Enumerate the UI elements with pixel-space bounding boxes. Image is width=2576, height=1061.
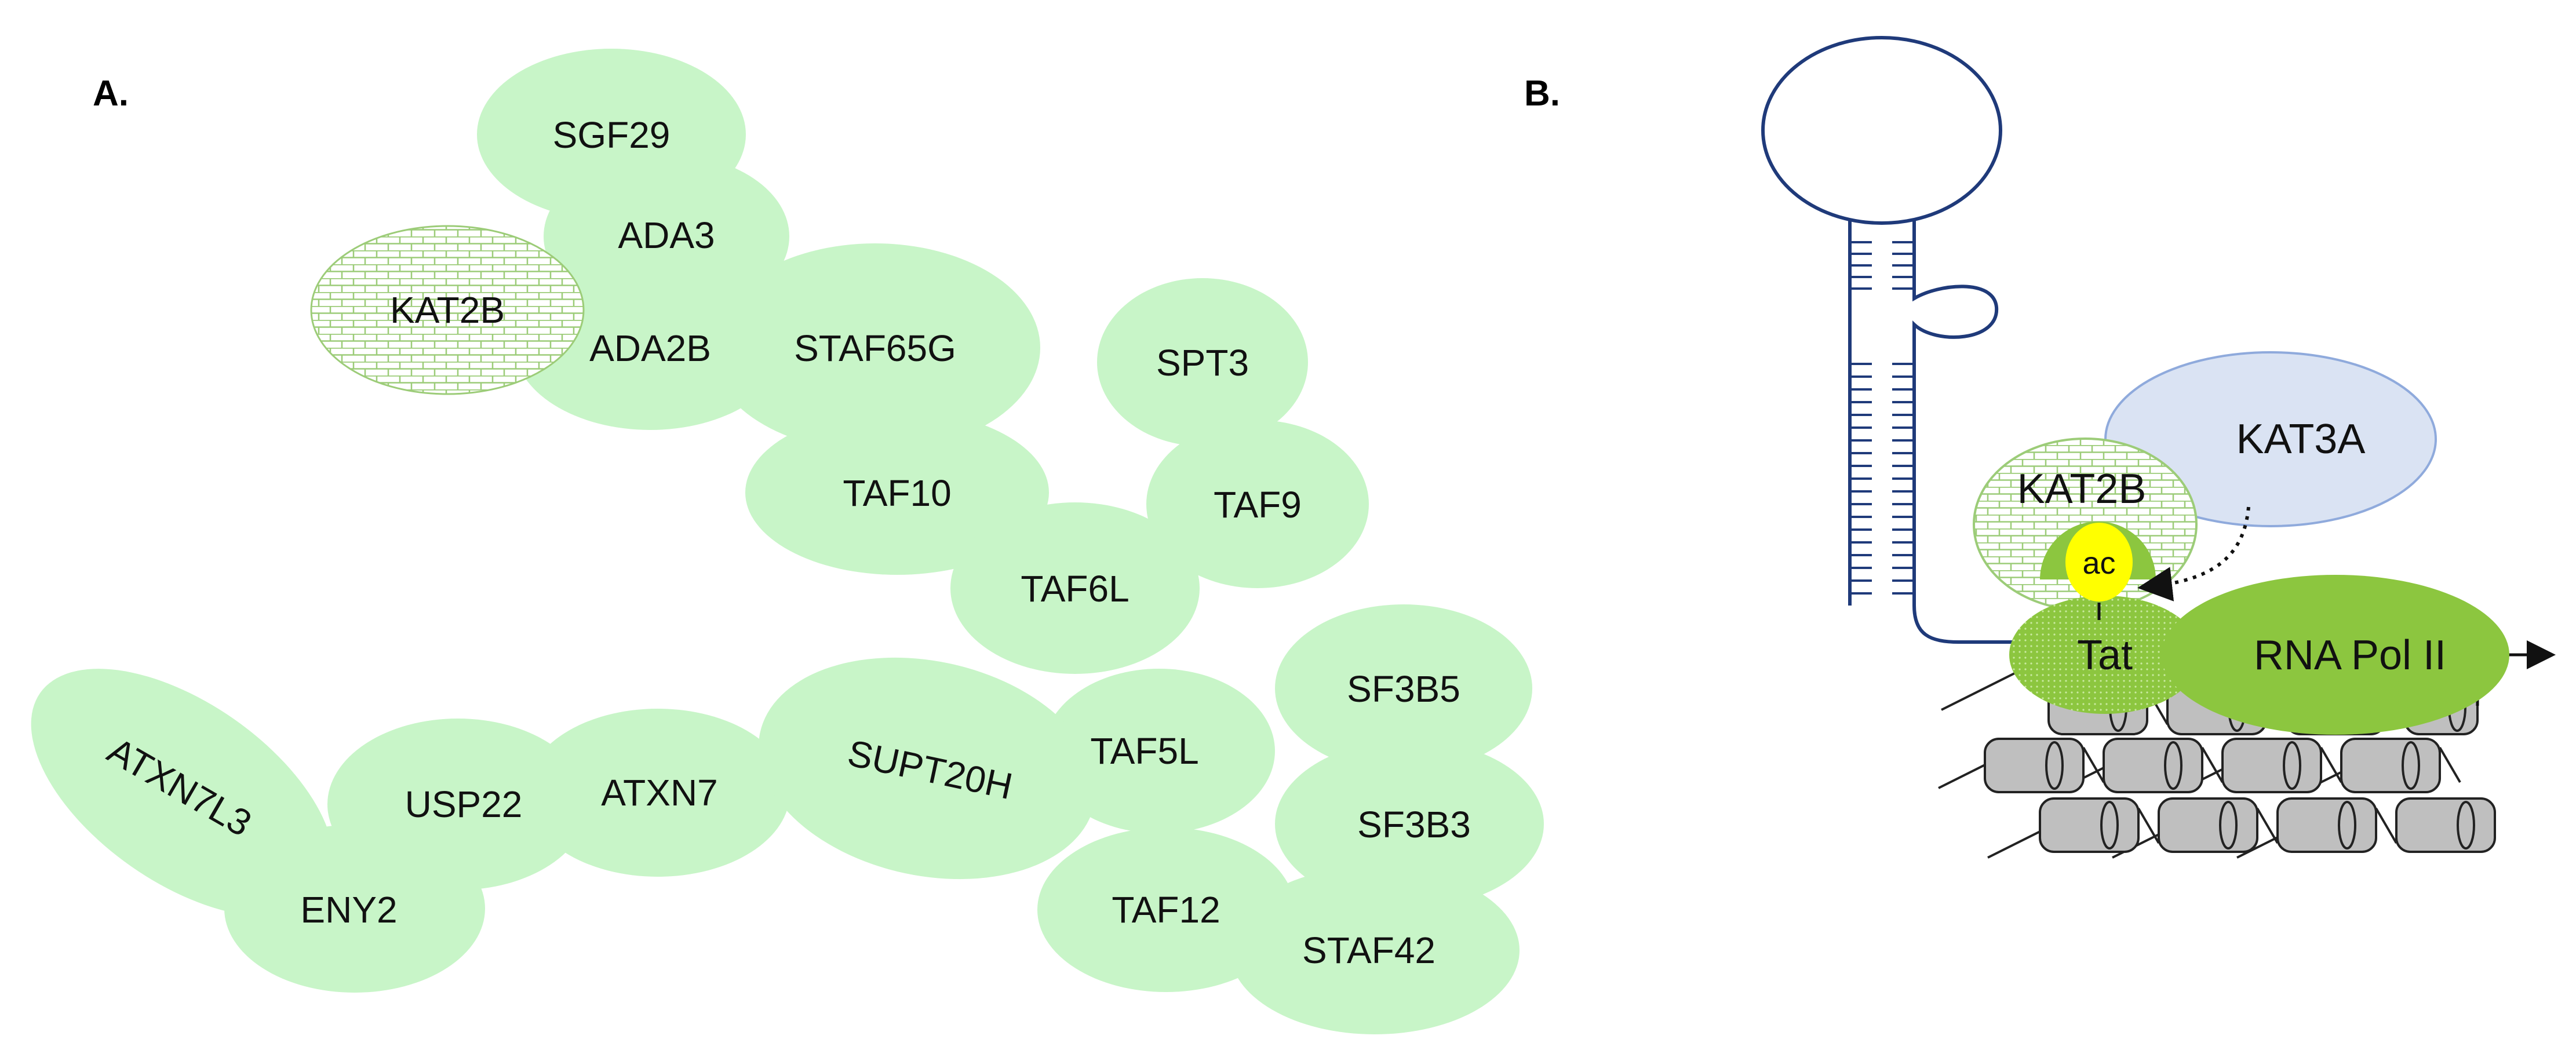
kat3a-label: KAT3A	[2236, 416, 2366, 462]
eny2-label: ENY2	[300, 889, 397, 931]
saga-subunit-labels: SGF29 ADA3 KAT2B ADA2B STAF65G SPT3 TAF1…	[101, 114, 1471, 971]
tar-right-strand	[1912, 220, 2063, 644]
ada2b-label: ADA2B	[589, 327, 711, 369]
kat2b-label-a: KAT2B	[390, 289, 505, 331]
taf6l-ellipse	[950, 502, 1200, 674]
nucleosome	[2103, 738, 2203, 793]
taf6l-label: TAF6L	[1021, 568, 1129, 610]
usp22-ellipse	[327, 719, 588, 890]
nucleosome	[2276, 797, 2377, 853]
sf3b3-label: SF3B3	[1357, 804, 1471, 845]
supt20h-ellipse	[758, 657, 1096, 880]
tat-ellipse	[2009, 596, 2200, 714]
ada3-label: ADA3	[618, 214, 715, 256]
sf3b3-ellipse	[1275, 740, 1544, 908]
tar-right-base-ticks	[1892, 241, 1914, 595]
panel-a-label: A.	[93, 74, 129, 114]
saga-subunits	[31, 49, 1544, 1034]
nucleosome	[2221, 738, 2322, 793]
taf5l-label: TAF5L	[1090, 730, 1198, 772]
atxn7-label: ATXN7	[601, 772, 718, 814]
spt3-label: SPT3	[1156, 342, 1249, 384]
spt3-ellipse	[1097, 278, 1308, 446]
sf3b5-ellipse	[1275, 604, 1532, 772]
staf65g-ellipse	[710, 243, 1040, 452]
tar-rna-hairpin	[1761, 36, 2063, 644]
sf3b5-label: SF3B5	[1347, 668, 1460, 710]
panel-b-label: B.	[1524, 74, 1560, 114]
nucleosome	[2039, 797, 2140, 853]
tat-label: Tat	[2077, 632, 2133, 679]
ac-label: ac	[2082, 546, 2115, 581]
usp22-label: USP22	[405, 783, 523, 825]
rna-pol-ii-ellipse	[2162, 575, 2509, 735]
kat2b-ellipse-a	[310, 225, 585, 395]
nucleosome	[2395, 797, 2496, 853]
kat2b-label-b: KAT2B	[2017, 466, 2147, 512]
taf12-label: TAF12	[1112, 889, 1220, 931]
taf9-ellipse	[1146, 420, 1369, 588]
staf42-ellipse	[1230, 866, 1520, 1034]
tar-left-base-ticks	[1850, 241, 1872, 595]
taf10-ellipse	[745, 410, 1049, 575]
staf65g-label: STAF65G	[794, 327, 956, 369]
nucleosome	[1984, 738, 2085, 793]
staf42-label: STAF42	[1302, 929, 1435, 971]
tar-loop	[1761, 36, 2002, 225]
acetyl-group	[2065, 523, 2133, 601]
taf10-label: TAF10	[843, 472, 951, 514]
taf5l-ellipse	[1043, 669, 1275, 833]
nucleosome	[2340, 738, 2441, 793]
nucleosome	[2158, 797, 2258, 853]
rna-pol-ii-label: RNA Pol II	[2254, 632, 2446, 679]
sgf29-label: SGF29	[553, 114, 671, 156]
taf9-label: TAF9	[1214, 484, 1302, 526]
atxn7-ellipse	[526, 709, 790, 877]
